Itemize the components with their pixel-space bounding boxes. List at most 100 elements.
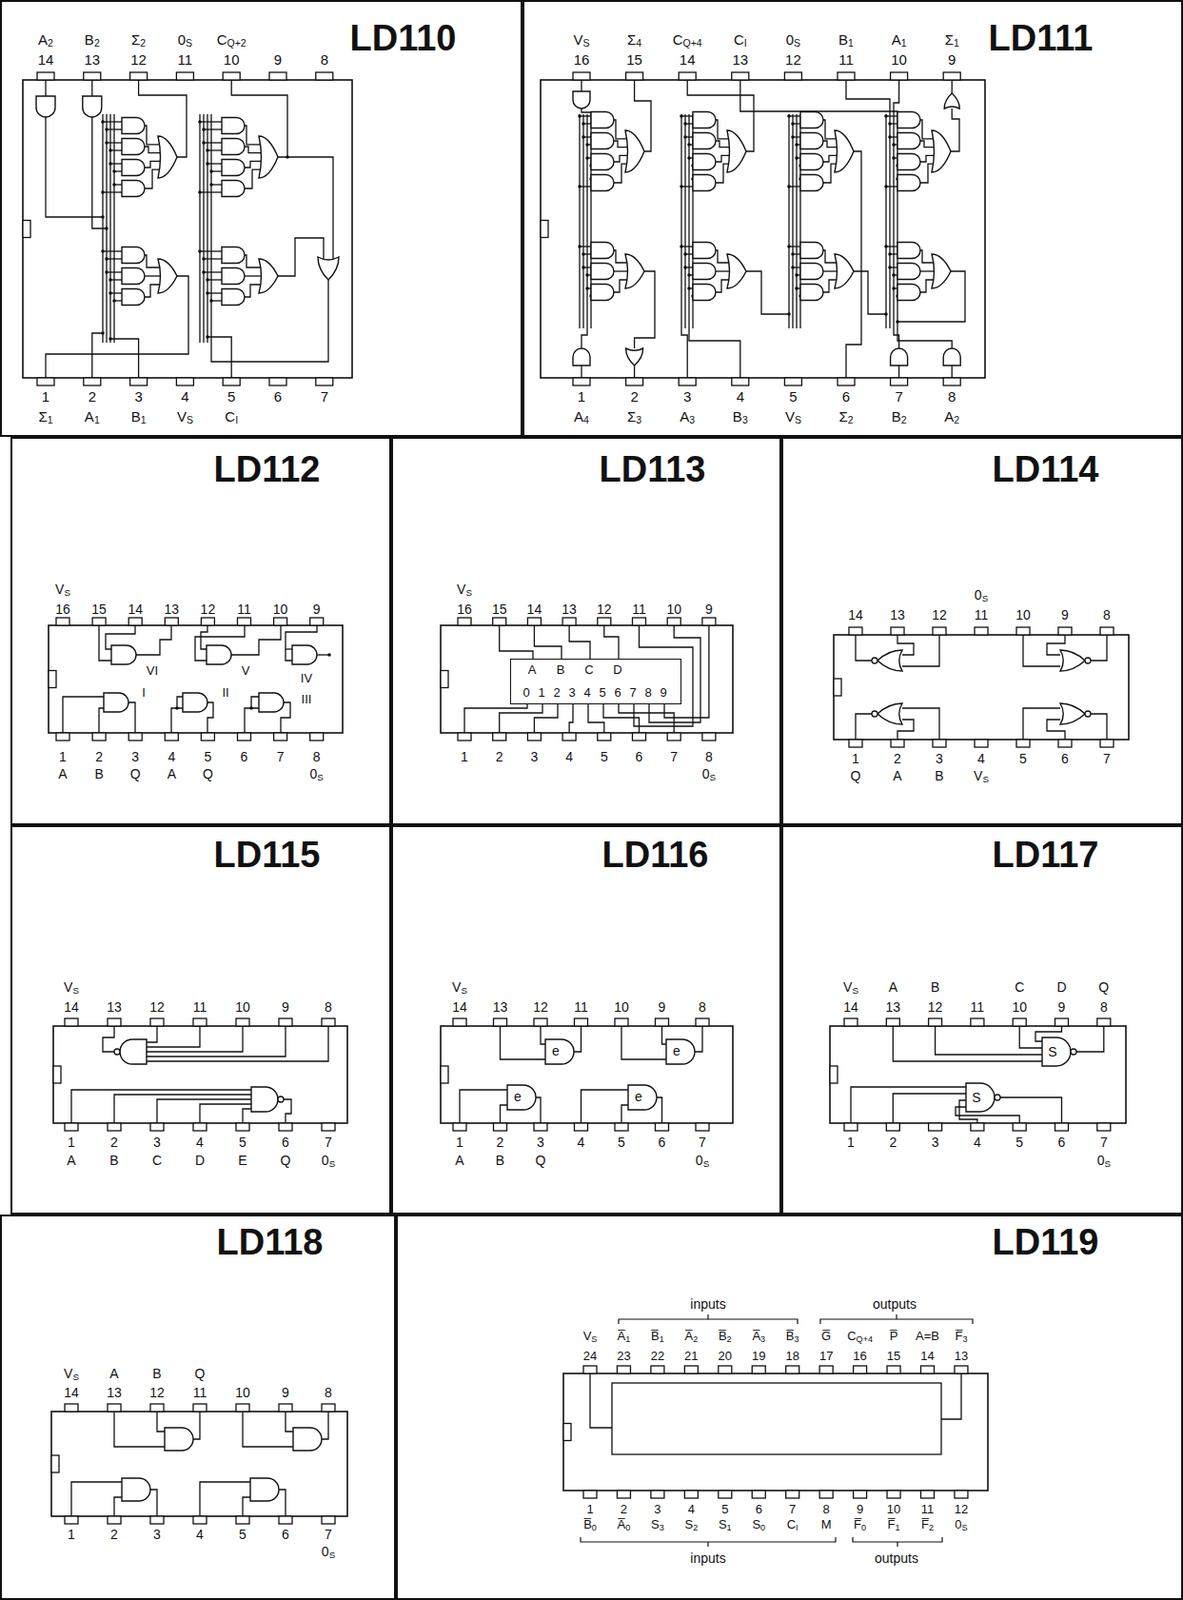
logic-gate — [164, 1427, 194, 1451]
pin-number: 3 — [133, 389, 143, 404]
gate-outline — [221, 118, 245, 135]
subscript: S — [63, 587, 71, 598]
wire — [144, 146, 161, 154]
ic-pin — [236, 1018, 250, 1026]
subscript: 0 — [861, 1522, 867, 1533]
pin-number: 6 — [280, 1527, 291, 1541]
wire — [144, 160, 161, 168]
pin-number: 10 — [1014, 608, 1032, 622]
wire — [613, 140, 629, 148]
ic-pin — [678, 377, 696, 386]
ic-pin — [107, 1516, 121, 1524]
wire — [613, 155, 629, 162]
gate-label: VI — [145, 664, 159, 677]
logic-gate — [628, 1084, 657, 1110]
ic-body — [540, 79, 986, 378]
logic-gate — [221, 180, 245, 198]
ic-pin — [274, 732, 288, 741]
gate-outline — [206, 645, 232, 665]
gate-outline — [121, 138, 145, 156]
subscript: 1 — [47, 414, 54, 426]
pin-number: 5 — [720, 1502, 730, 1516]
ic-pin — [974, 739, 988, 748]
subscript: 3 — [635, 414, 642, 426]
subscript: 3 — [793, 1334, 799, 1344]
logic-gate — [727, 130, 747, 173]
logic-gate — [121, 138, 145, 156]
wire — [950, 108, 960, 152]
pin-name: A — [65, 1153, 77, 1167]
pin-number: 7 — [788, 1502, 797, 1516]
pin-number: 21 — [683, 1349, 699, 1362]
junction-dot — [108, 161, 113, 166]
ic-pin — [278, 1403, 293, 1412]
wire — [244, 708, 259, 733]
wire — [581, 1089, 630, 1124]
pin-name: F̅3 — [953, 1329, 968, 1342]
pin-name: VS — [176, 409, 195, 424]
ic-pin — [1012, 1123, 1026, 1131]
gate-outline — [317, 256, 339, 280]
chip-panel: LD117 — [781, 825, 1183, 1215]
wire — [102, 1025, 115, 1052]
pin-name: A — [57, 767, 68, 781]
chip-title: LD114 — [992, 451, 1100, 488]
junction-dot — [205, 277, 210, 282]
ic-notch — [48, 670, 57, 689]
logic-gate — [293, 1427, 322, 1451]
logic-gate — [897, 284, 921, 301]
wire — [321, 1411, 329, 1440]
ic-pin — [236, 1403, 250, 1412]
logic-gate — [157, 136, 178, 178]
wire — [1019, 1025, 1043, 1048]
pin-name: Σ2 — [837, 409, 854, 424]
wire — [244, 275, 262, 277]
ic-pin — [562, 617, 576, 626]
chip-title: LD115 — [214, 836, 321, 873]
gate-outline — [943, 348, 961, 366]
gate-label: II — [220, 686, 230, 699]
gate-label: outputs — [871, 1297, 918, 1311]
junction-dot — [794, 156, 799, 160]
ic-pin — [56, 732, 70, 741]
wire — [853, 271, 887, 315]
ic-pin — [844, 1123, 858, 1131]
gate-outline — [666, 1039, 695, 1065]
ic-pin — [1055, 1018, 1069, 1026]
logic-gate — [1042, 1037, 1077, 1066]
junction-dot — [285, 155, 290, 159]
logic-gate — [221, 268, 245, 285]
gate-label: e — [512, 1089, 523, 1104]
group-brace — [852, 1537, 943, 1547]
subscript: 1 — [659, 1334, 665, 1344]
pin-number: 10 — [222, 52, 241, 67]
pin-number: 8 — [323, 1385, 334, 1400]
junction-dot — [209, 298, 214, 303]
pin-name: B2 — [890, 409, 908, 424]
junction-dot — [104, 256, 109, 261]
ic-pin — [718, 1490, 732, 1499]
wire — [569, 704, 573, 733]
gate-outline — [625, 130, 645, 173]
pin-name: CQ+4 — [846, 1329, 874, 1342]
wire — [582, 114, 584, 329]
logic-gate — [897, 263, 921, 280]
logic-gate — [800, 133, 824, 150]
ic-pin — [130, 72, 148, 80]
gate-outline — [36, 96, 56, 118]
ic-pin — [200, 732, 215, 741]
chip-panel: LD116 — [391, 825, 782, 1215]
wire — [102, 191, 122, 193]
gate-outline — [121, 289, 145, 306]
ic-pin — [928, 1123, 943, 1131]
junction-dot — [577, 244, 582, 249]
pin-name: A — [108, 1366, 119, 1381]
pin-number: 5 — [1014, 1135, 1025, 1149]
gate-outline — [591, 242, 614, 259]
wire — [144, 275, 161, 277]
wire — [823, 270, 838, 272]
gate-outline — [897, 133, 921, 150]
pin-number: 3 — [152, 1527, 162, 1541]
ic-pin — [853, 1365, 868, 1374]
pin-name: G̅ — [820, 1329, 832, 1342]
